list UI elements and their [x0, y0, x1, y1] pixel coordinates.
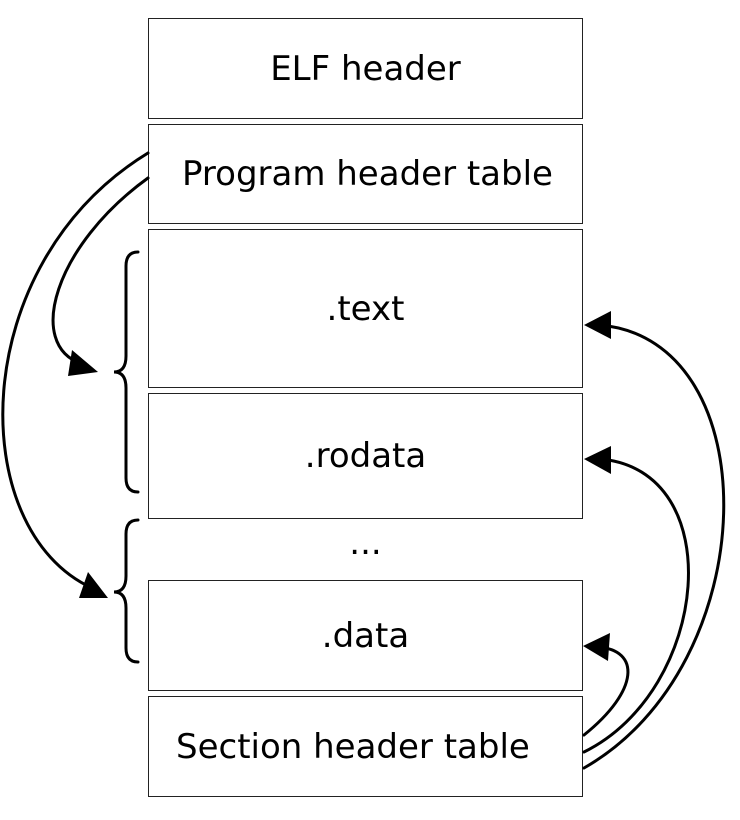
section-header-to-data-arrow [582, 645, 630, 737]
rodata-section-label: .rodata [304, 436, 427, 476]
program-header-table-block: Program header table [148, 124, 583, 224]
section-header-table-block: Section header table [148, 696, 583, 797]
rodata-section-block: .rodata [148, 393, 583, 519]
section-header-to-text-arrow [582, 323, 726, 770]
segment-2-brace [113, 518, 140, 664]
data-section-block: .data [148, 580, 583, 691]
text-section-block: .text [148, 229, 583, 388]
arrowhead-data [583, 633, 610, 661]
arrowhead-text [584, 311, 611, 339]
section-header-table-label: Section header table [176, 726, 530, 767]
text-section-label: .text [326, 288, 405, 329]
ellipsis-label: ... [349, 523, 382, 563]
data-section-label: .data [321, 615, 410, 656]
arrowhead-rodata [584, 446, 611, 474]
program-header-to-segment-1-arrow [51, 176, 150, 366]
section-header-to-rodata-arrow [582, 457, 690, 754]
program-header-to-segment-2-arrow [1, 151, 150, 590]
elf-header-block: ELF header [148, 18, 583, 119]
program-header-table-label: Program header table [182, 154, 553, 194]
arrowhead-segment-2 [79, 572, 108, 598]
arrowhead-segment-1 [68, 350, 98, 376]
segment-1-brace [113, 250, 140, 494]
elf-header-label: ELF header [270, 48, 461, 89]
